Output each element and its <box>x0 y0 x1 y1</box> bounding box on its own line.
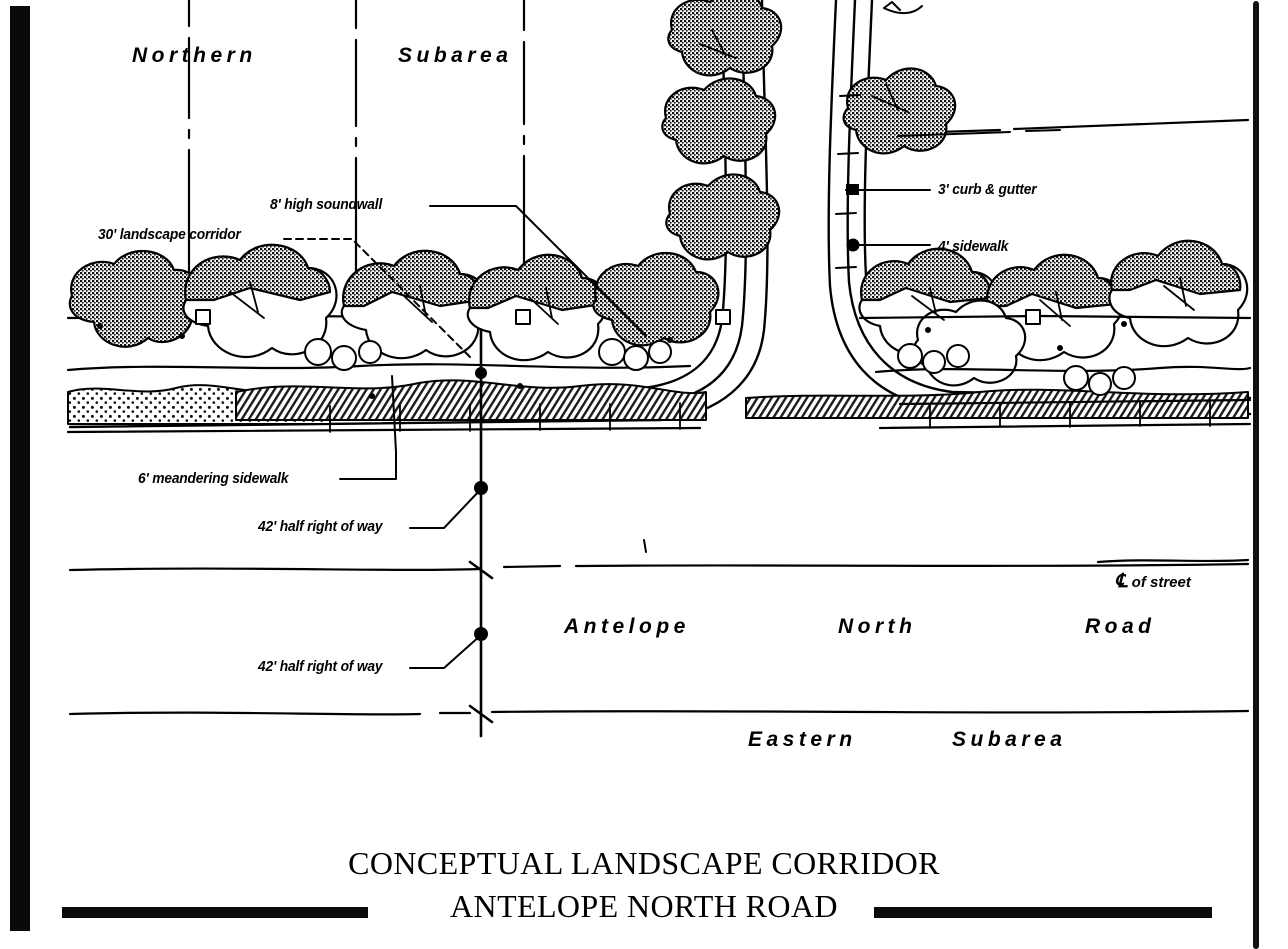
centerline-rule <box>1096 558 1250 564</box>
callout-landscape-corridor: 30' landscape corridor <box>98 226 241 243</box>
callout-half-row-upper: 42' half right of way <box>258 518 383 535</box>
centerline-symbol-icon: ℄ <box>1115 571 1128 592</box>
title-block: CONCEPTUAL LANDSCAPE CORRIDOR ANTELOPE N… <box>0 845 1288 949</box>
sketch-marks-topright <box>883 1 923 14</box>
curb-line-icon <box>835 94 861 269</box>
title-line-1: CONCEPTUAL LANDSCAPE CORRIDOR <box>348 845 940 881</box>
shrub-mass-icon <box>304 338 1136 396</box>
callout-soundwall: 8' high soundwall <box>270 196 383 213</box>
callout-curb-gutter: 3' curb & gutter <box>938 181 1037 198</box>
subarea-top-label: Subarea <box>398 44 513 67</box>
eastern-label: Eastern <box>748 728 857 751</box>
scan-speck <box>643 539 647 553</box>
subarea-bottom-label: Subarea <box>952 728 1067 751</box>
tree-canopy-icon <box>229 29 1195 327</box>
tree-canopy-icon <box>858 239 1249 387</box>
northern-label: Northern <box>132 44 257 67</box>
curb-line-icon <box>329 401 1211 433</box>
title-rule-right <box>874 907 1212 918</box>
tree-canopy-icon <box>68 0 957 362</box>
centerline-of-street-text: of street <box>1131 574 1191 591</box>
tree-canopy-icon <box>97 321 1127 399</box>
property-line-icon <box>187 0 526 322</box>
centerline-of-street-label: ℄ of street <box>1115 570 1191 593</box>
curb-line-icon <box>195 309 1041 325</box>
street-word-antelope: Antelope <box>564 615 690 638</box>
callout-leaders <box>283 189 931 669</box>
sheet-border <box>10 1 1259 949</box>
street-word-north: North <box>838 615 917 638</box>
callout-meandering-sidewalk: 6' meandering sidewalk <box>138 470 289 487</box>
right-of-way-lines <box>68 562 1250 716</box>
title-line-2: ANTELOPE NORTH ROAD <box>450 888 838 924</box>
callout-half-row-lower: 42' half right of way <box>258 658 383 675</box>
street-word-road: Road <box>1085 615 1156 638</box>
callout-sidewalk-4: 4' sidewalk <box>938 238 1009 255</box>
title-rule-left <box>62 907 368 918</box>
callout-leader-upper-right <box>897 129 1061 137</box>
